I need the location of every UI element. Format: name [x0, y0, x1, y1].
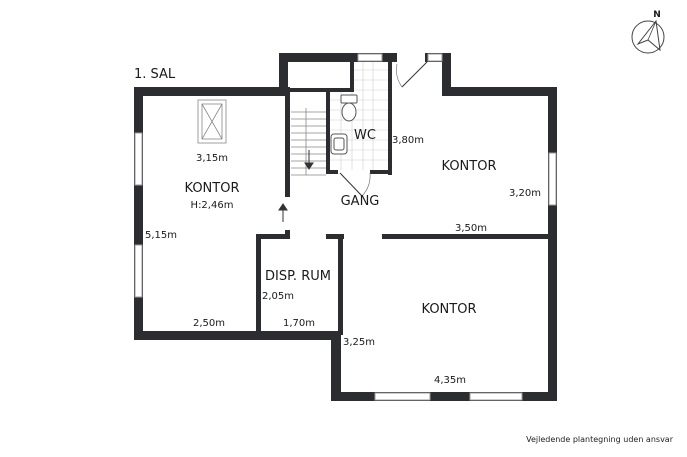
- window-hall: [427, 53, 443, 62]
- left-office-length: 5,15m: [145, 230, 177, 241]
- right-office-length: 3,80m: [392, 135, 424, 146]
- right-office-bottom: 3,50m: [455, 223, 487, 234]
- storage-length: 2,05m: [262, 291, 294, 302]
- right-office-width: 3,20m: [509, 188, 541, 199]
- skylight-icon: [197, 99, 227, 144]
- staircase: [291, 108, 326, 176]
- left-office-name: KONTOR: [185, 181, 240, 196]
- disclaimer-text: Vejledende plantegning uden ansvar: [526, 435, 674, 444]
- outer-walls: [134, 53, 557, 401]
- compass-north-label: N: [653, 10, 661, 20]
- window-left-upper: [134, 132, 143, 186]
- bottom-office-name: KONTOR: [422, 302, 477, 317]
- window-bottom-right: [469, 392, 523, 401]
- left-office-height: H:2,46m: [191, 200, 234, 211]
- toilet-icon: [340, 94, 358, 122]
- bottom-office-width: 4,35m: [434, 375, 466, 386]
- door-swings: [339, 61, 428, 197]
- stair-arrow-icon: [304, 150, 314, 170]
- windows: [134, 53, 557, 401]
- window-bottom-left: [374, 392, 431, 401]
- interior-walls: [256, 60, 557, 335]
- storage-name: DISP. RUM: [265, 269, 331, 284]
- window-wc: [357, 53, 383, 62]
- hall-name: GANG: [341, 194, 380, 209]
- floor-label: 1. SAL: [134, 67, 176, 82]
- compass-icon: N: [631, 10, 665, 54]
- window-right: [548, 152, 557, 206]
- wc-door: [339, 172, 363, 197]
- wc-name: WC: [354, 128, 376, 143]
- left-office-bottom: 2,50m: [193, 318, 225, 329]
- window-left-lower: [134, 244, 143, 298]
- left-office-width: 3,15m: [196, 153, 228, 164]
- hall-door: [401, 61, 428, 88]
- sink-icon: [330, 133, 348, 155]
- bottom-office-length: 3,25m: [343, 337, 375, 348]
- door-arrow-icon: [278, 203, 288, 222]
- wc-tile-floor: [330, 62, 388, 170]
- right-office-name: KONTOR: [442, 159, 497, 174]
- storage-width: 1,70m: [283, 318, 315, 329]
